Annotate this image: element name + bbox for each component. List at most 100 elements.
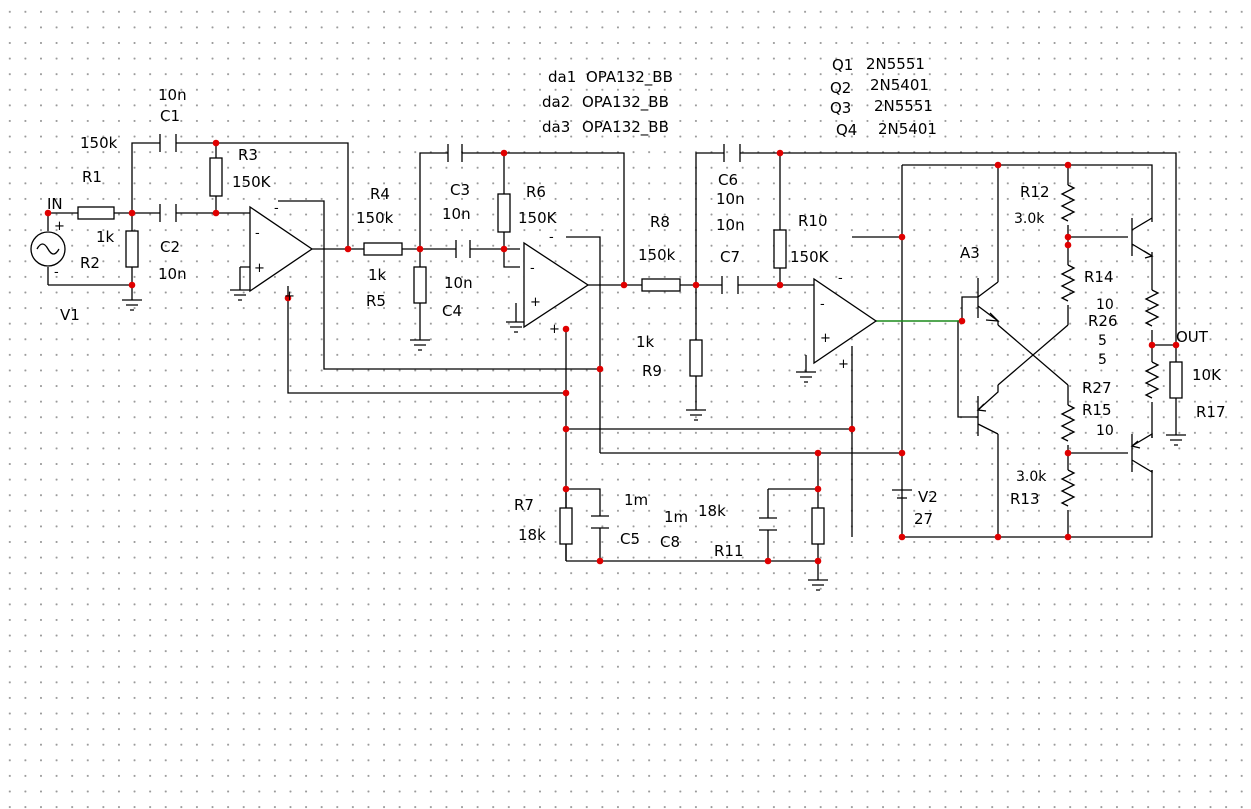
opamp-da2 [523,241,590,329]
c8-value: 1m [664,508,688,526]
c4-ref: C4 [442,302,462,320]
opamp-da1-ref: da1 [548,68,576,86]
supply-v2-ref: V2 [918,488,938,506]
resistor-r6 [497,193,511,233]
transistor-q-upper-output [1131,217,1154,259]
r26-ref: R26 [1088,312,1118,330]
resistor-r4 [363,242,403,256]
r17-ref: R17 [1196,403,1226,421]
opamp-da2-plus: + [530,295,541,310]
r4-ref: R4 [370,185,390,203]
resistor-r1 [77,206,115,220]
resistor-r10 [773,229,787,269]
capacitor-c4 [455,240,471,258]
resistor-r14 [1060,264,1076,302]
r26-value: 5 [1098,333,1107,349]
r8-ref: R8 [650,213,670,231]
r12-value: 3.0k [1014,211,1045,227]
c7-value: 10n [716,216,745,234]
opamp-da3-bottom: + [838,357,849,372]
r14-value: 10 [1096,297,1114,313]
r2-value: 150k [80,134,118,152]
c1-value: 10n [158,86,187,104]
r13-value: 3.0k [1016,469,1047,485]
c3-ref: C3 [450,181,470,199]
opamp-da3-plus: + [820,331,831,346]
q2-model: 2N5401 [870,76,929,94]
q3-model: 2N5551 [874,97,933,115]
c5-ref: C5 [620,530,640,548]
capacitor-c8 [759,517,777,531]
r5-ref: R5 [366,292,386,310]
r14-ref: R14 [1084,268,1114,286]
r5-value: 1k [368,266,387,284]
c6-value: 10n [716,190,745,208]
capacitor-c6 [723,144,741,162]
node-label-out: OUT [1176,328,1209,346]
r3-value: 150K [232,173,272,191]
opamp-da1 [249,205,314,293]
r1-value: 1k [96,228,115,246]
r4-value: 150k [356,209,394,227]
c2-ref: C2 [160,238,180,256]
r7-ref: R7 [514,496,534,514]
opamp-da3-top: - [838,271,843,286]
opamp-da2-top: - [549,230,554,245]
r12-ref: R12 [1020,183,1050,201]
capacitor-c5 [591,515,609,529]
node-label-in: IN [47,195,63,213]
resistor-r9 [689,339,703,377]
r3-ref: R3 [238,146,258,164]
opamp-da3-minus: - [820,297,825,312]
resistor-r2 [125,230,139,268]
supply-v2-value: 27 [914,510,933,528]
r11-value: 18k [698,502,726,520]
ground-symbols [122,289,1186,591]
source-ref: V1 [60,306,80,324]
r27-value: 5 [1098,352,1107,368]
resistor-r27 [1144,361,1160,399]
resistor-r17 [1169,361,1183,399]
transistor-q-upper-driver [977,278,1000,325]
r6-ref: R6 [526,183,546,201]
q4-ref: Q4 [836,121,857,139]
c6-ref: C6 [718,171,738,189]
opamp-da1-plus: + [254,261,265,276]
opamp-da1-minus: - [255,226,260,241]
opamp-da3 [813,277,878,365]
r9-value: 1k [636,333,655,351]
opamp-da3-model: OPA132_BB [582,118,669,137]
c5-value: 1m [624,491,648,509]
resistor-r8 [641,278,681,292]
c3-value: 10n [442,205,471,223]
opamp-da2-model: OPA132_BB [582,93,669,112]
resistor-r13 [1060,469,1076,507]
resistor-r26 [1144,289,1160,327]
capacitor-c1 [159,134,177,152]
resistor-r7 [559,507,573,545]
q4-model: 2N5401 [878,120,937,138]
r9-ref: R9 [642,362,662,380]
capacitor-c3 [447,144,463,162]
resistor-r12 [1060,184,1076,222]
opamp-da1-top: - [274,201,279,216]
wires [47,142,1177,580]
c1-ref: C1 [160,107,180,125]
c7-ref: C7 [720,248,740,266]
opamp-da2-ref: da2 [542,93,570,111]
r10-ref: R10 [798,212,828,230]
r8-value: 150k [638,246,676,264]
r7-value: 18k [518,526,546,544]
opamp-da2-bottom: + [549,322,560,337]
c4-value: 10n [444,274,473,292]
resistor-r5 [413,266,427,304]
r17-value: 10K [1192,366,1222,384]
resistor-r3 [209,157,223,197]
junction-dots [44,139,1180,565]
opamp-da1-bottom: + [284,289,295,304]
r27-ref: R27 [1082,379,1112,397]
r10-value: 150K [790,248,830,266]
ac-source-v1 [30,231,66,267]
capacitor-c2 [159,204,177,222]
